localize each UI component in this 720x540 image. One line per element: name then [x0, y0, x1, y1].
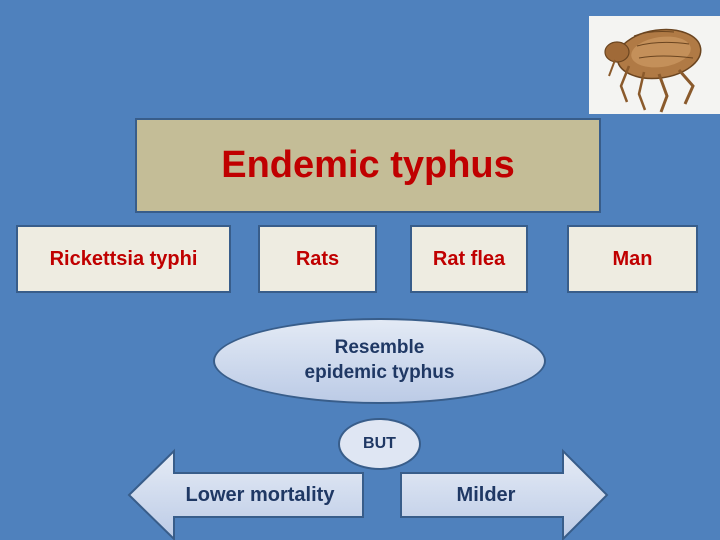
page-title: Endemic typhus — [221, 144, 515, 186]
right-arrow-icon — [400, 448, 609, 540]
title-box: Endemic typhus — [135, 118, 601, 213]
fact-vector-box: Rat flea — [410, 225, 528, 293]
fact-agent-box: Rickettsia typhi — [16, 225, 231, 293]
resemble-line-1: Resemble — [334, 337, 425, 359]
milder-label: Milder — [456, 483, 516, 506]
resemble-line-2: epidemic typhus — [304, 362, 455, 383]
milder-arrow: Milder — [400, 448, 609, 540]
but-label: BUT — [363, 435, 396, 452]
fact-reservoir-box: Rats — [258, 225, 377, 293]
fact-host-box: Man — [567, 225, 698, 293]
flea-photo — [589, 16, 720, 114]
resemble-ellipse: Resemble epidemic typhus — [213, 318, 546, 404]
flea-icon — [589, 16, 720, 114]
lower-mortality-label: Lower mortality — [185, 483, 335, 506]
but-circle: BUT — [338, 418, 421, 470]
lower-mortality-arrow: Lower mortality — [127, 448, 364, 540]
left-arrow-icon — [127, 448, 364, 540]
